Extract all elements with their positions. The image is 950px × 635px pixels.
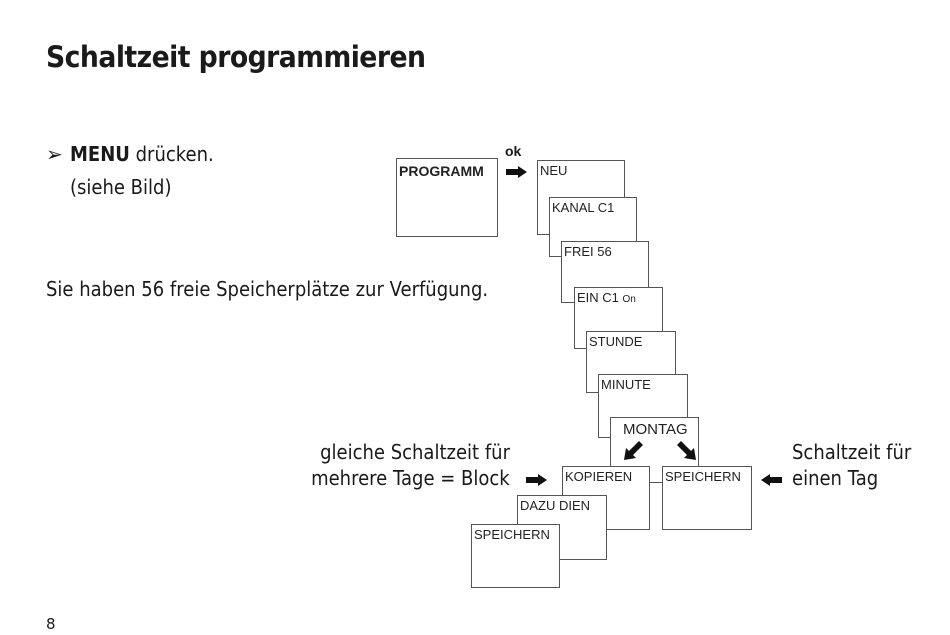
ok-label: ok [505, 143, 522, 159]
display-programm: PROGRAMM [396, 158, 498, 237]
display-programm-label: PROGRAMM [399, 163, 484, 179]
menu-key-label: MENU [70, 142, 130, 166]
right-caption-line1: Schaltzeit für [792, 440, 912, 464]
display-montag-label: MONTAG [623, 421, 688, 438]
right-caption-line2: einen Tag [792, 466, 879, 490]
display-minute-label: MINUTE [601, 377, 651, 392]
step-menu-text: MENU drücken. [70, 142, 214, 166]
display-ein-label: EIN C1 On [577, 290, 636, 305]
display-dazu-label: DAZU DIEN [520, 498, 591, 513]
left-caption-line2: mehrere Tage = Block [311, 466, 510, 490]
bullet-arrow-icon: ➢ [46, 142, 63, 166]
left-caption-line1: gleiche Schaltzeit für [320, 440, 510, 464]
step-menu-rest: drücken. [129, 142, 214, 166]
arrow-down-right-icon [677, 441, 696, 460]
display-stunde-label: STUNDE [589, 334, 643, 349]
display-neu-label: NEU [540, 163, 568, 178]
info-text: Sie haben 56 freie Speicherplätze zur Ve… [46, 277, 489, 301]
arrow-down-left-icon [624, 441, 643, 460]
display-speichern-right-label: SPEICHERN [665, 469, 741, 484]
display-speichern-left: SPEICHERN [471, 524, 560, 588]
display-speichern-right: SPEICHERN [662, 466, 752, 530]
display-ein-text: EIN C1 [577, 290, 623, 305]
arrow-right-icon [506, 166, 527, 178]
arrow-right-icon [526, 474, 547, 486]
display-ein-sub: On [622, 294, 636, 305]
page-title: Schaltzeit programmieren [46, 40, 426, 74]
display-frei-label: FREI 56 [564, 244, 612, 259]
display-kanal-label: KANAL C1 [552, 200, 615, 215]
display-kopieren-label: KOPIEREN [565, 469, 633, 484]
step-menu-note: (siehe Bild) [70, 175, 172, 199]
display-speichern-left-label: SPEICHERN [474, 527, 550, 542]
page-number: 8 [46, 615, 56, 633]
arrow-left-icon [761, 474, 782, 486]
